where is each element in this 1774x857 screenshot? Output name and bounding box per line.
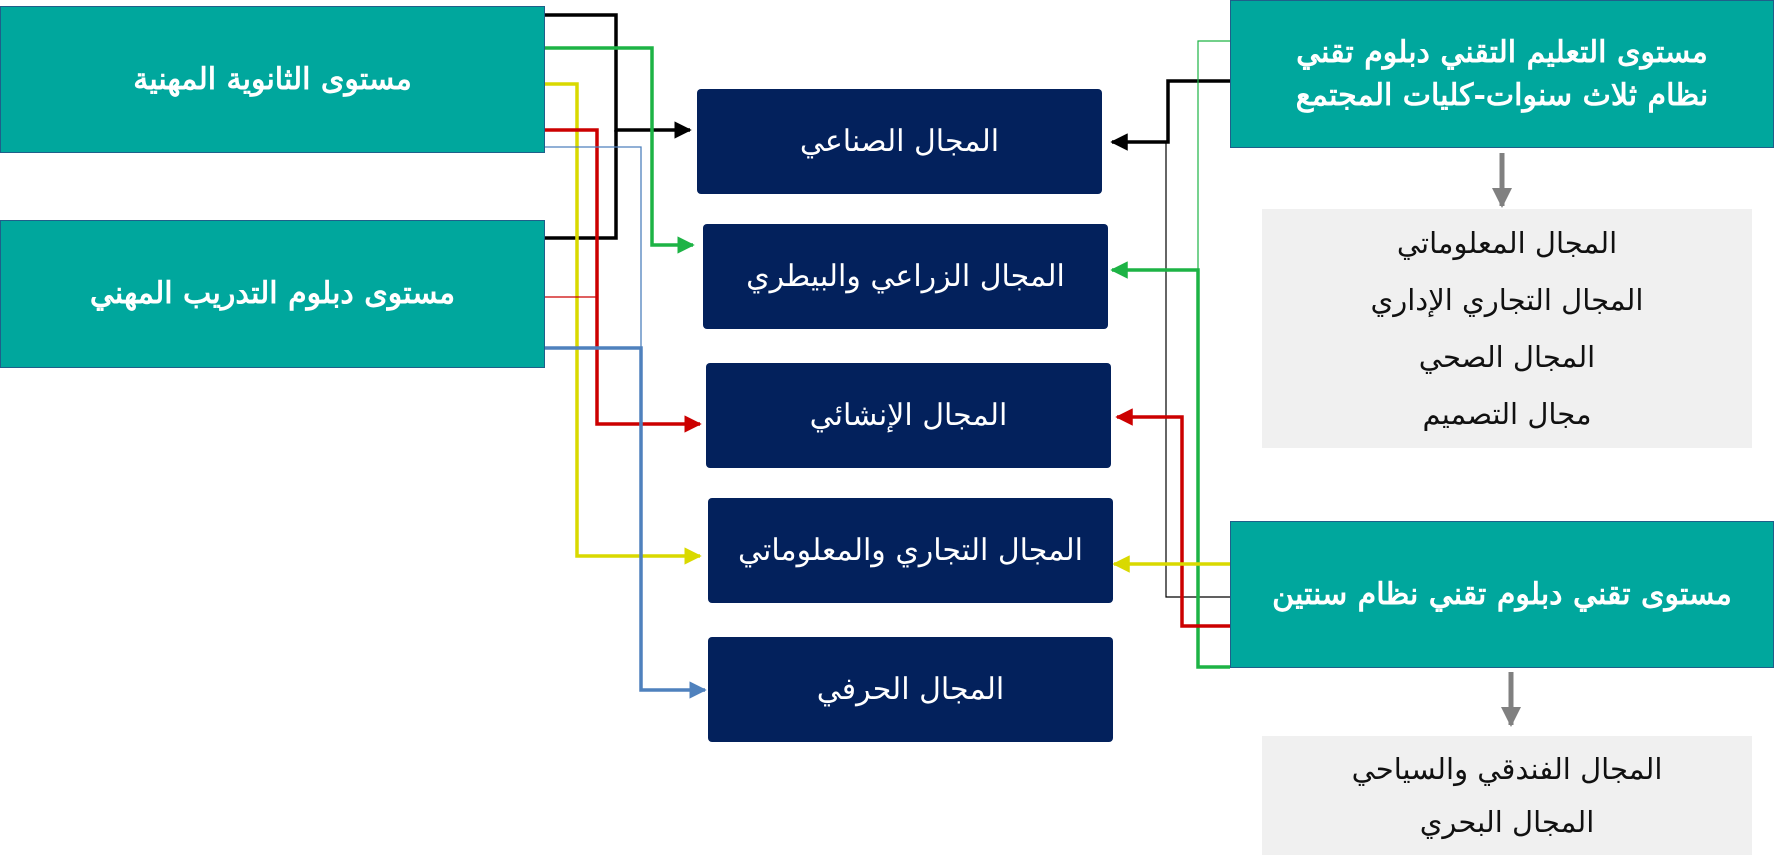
level-secondary-box: مستوى الثانوية المهنية [0,6,545,153]
connector-red-left [545,128,702,433]
connector-green-right [1110,261,1230,669]
level-vocational-diploma-label: مستوى دبلوم التدريب المهني [89,276,456,312]
field-commercial-it-box: المجال التجاري والمعلوماتي [708,498,1113,603]
connector-blue-diploma [545,346,707,699]
field-agricultural-box: المجال الزراعي والبيطري [703,224,1108,329]
connector-black-secondary [545,13,692,139]
three-year-extra-fields-list: المجال المعلوماتي المجال التجاري الإداري… [1262,209,1752,448]
list-item: المجال الفندقي والسياحي [1351,751,1663,786]
list-item: المجال البحري [1419,805,1595,840]
connector-black-right [1110,79,1230,151]
connector-green-left [545,46,695,254]
field-industrial-label: المجال الصناعي [799,124,1000,159]
connector-green-thin-right [1197,40,1230,270]
connector-red-right [1115,408,1230,628]
level-technical-three-year-line1: مستوى التعليم التقني دبلوم تقني [1296,34,1708,70]
field-crafts-label: المجال الحرفي [816,672,1005,707]
list-item: المجال الصحي [1418,339,1596,374]
field-agricultural-label: المجال الزراعي والبيطري [746,259,1065,294]
level-technical-two-year-label: مستوى تقني دبلوم تقني نظام سنتين [1272,576,1732,612]
connector-blue-left [545,146,705,691]
list-item: المجال المعلوماتي [1396,226,1618,261]
connector-black-thin-right [1165,142,1230,598]
level-vocational-diploma-box: مستوى دبلوم التدريب المهني [0,220,545,368]
level-technical-three-year-box: مستوى التعليم التقني دبلوم تقني نظام ثلا… [1230,0,1774,148]
connector-yellow-left [545,82,702,565]
level-technical-two-year-box: مستوى تقني دبلوم تقني نظام سنتين [1230,521,1774,668]
list-item: مجال التصميم [1422,396,1592,431]
two-year-extra-fields-list: المجال الفندقي والسياحي المجال البحري [1262,736,1752,855]
field-commercial-it-label: المجال التجاري والمعلوماتي [738,533,1083,568]
field-construction-label: المجال الإنشائي [809,398,1008,433]
field-crafts-box: المجال الحرفي [708,637,1113,742]
level-technical-three-year-line2: نظام ثلاث سنوات-كليات المجتمع [1295,78,1709,113]
level-secondary-label: مستوى الثانوية المهنية [133,61,412,97]
list-item: المجال التجاري الإداري [1370,283,1644,318]
field-industrial-box: المجال الصناعي [697,89,1102,194]
connector-black-diploma [545,130,618,240]
field-construction-box: المجال الإنشائي [706,363,1111,468]
